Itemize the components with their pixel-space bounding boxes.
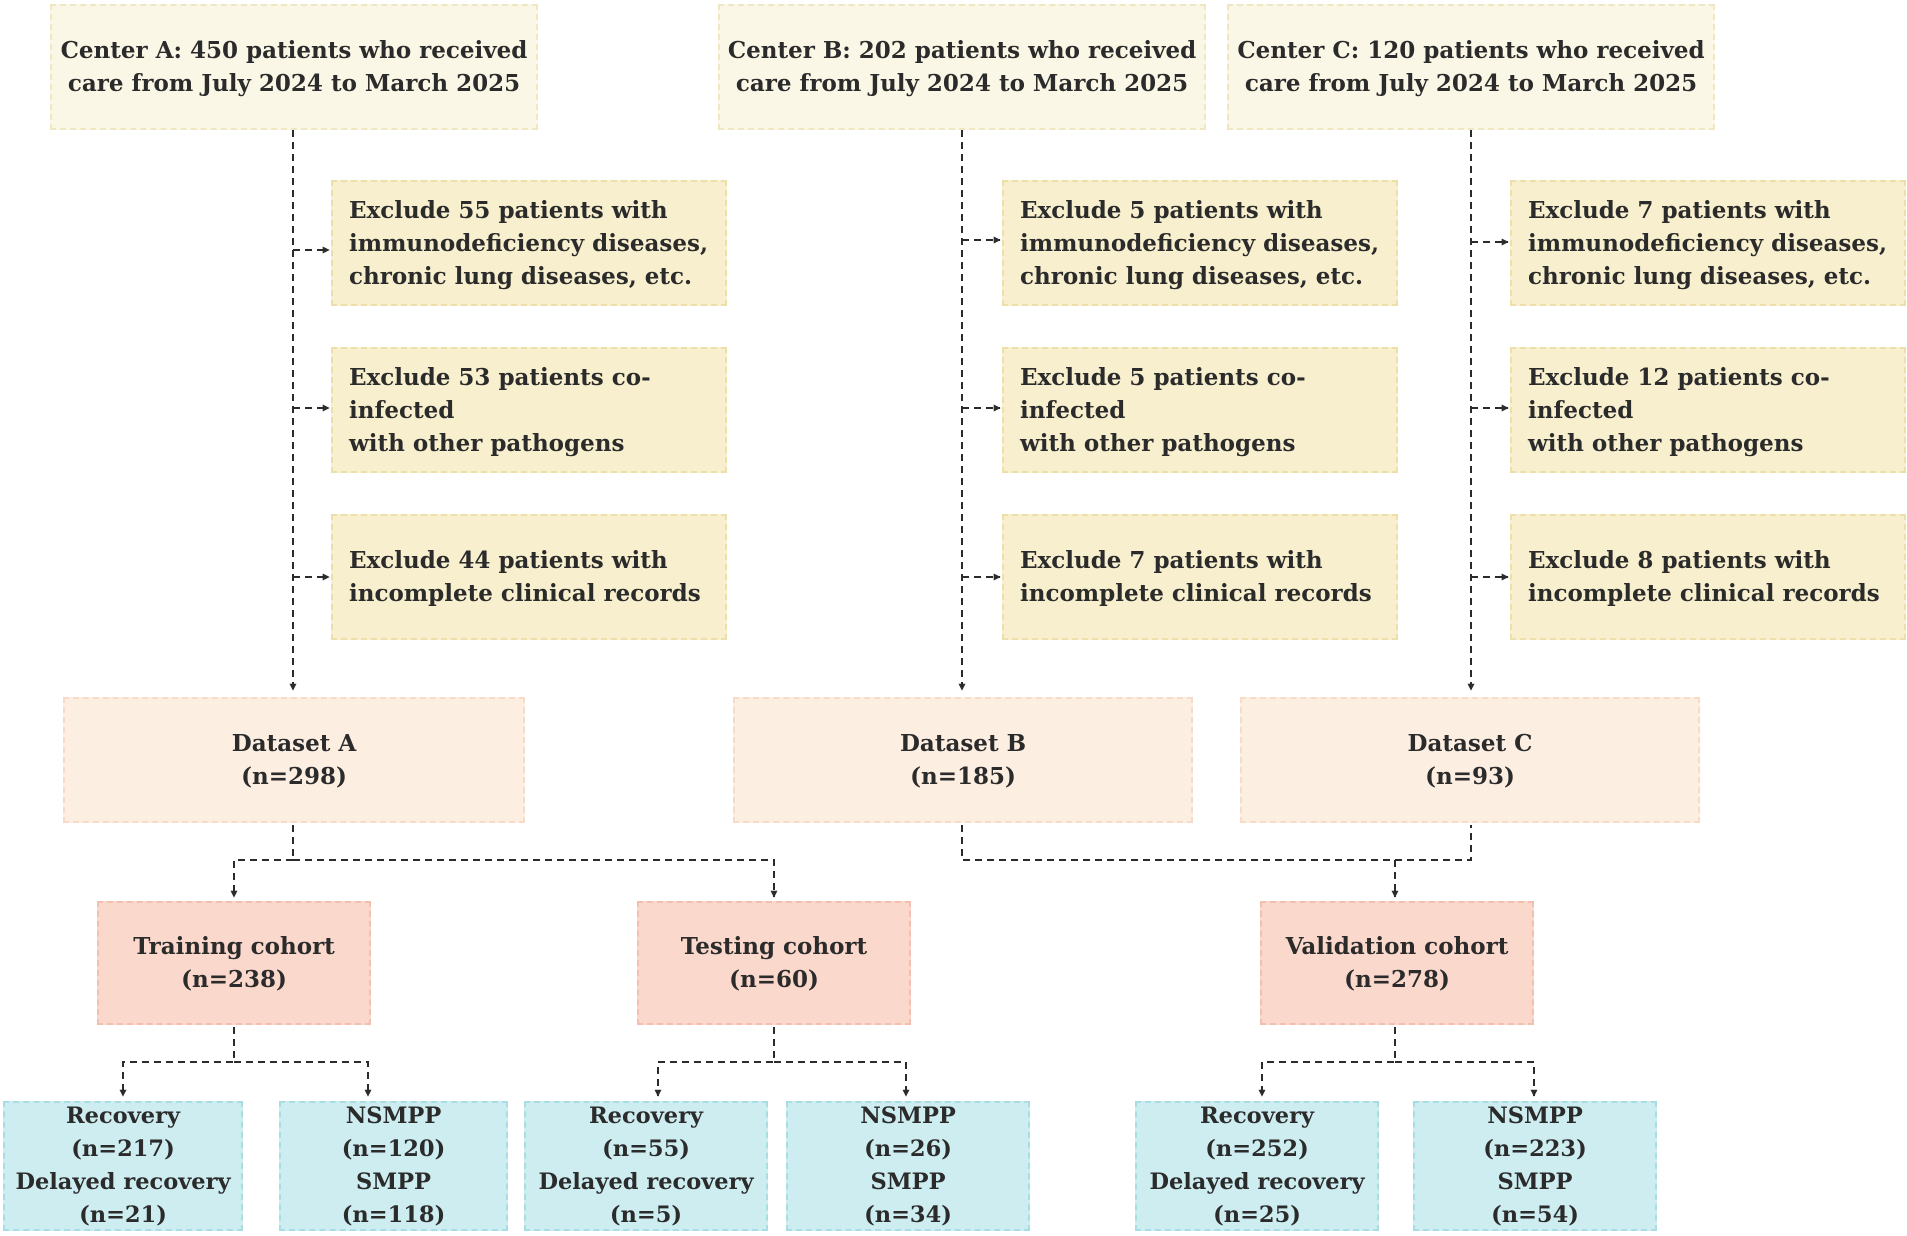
exclude-b-comorbidity-line-2: immunodeficiency diseases, xyxy=(1020,229,1379,257)
validation-smpp-count: (n=54) xyxy=(1491,1202,1579,1228)
exclude-a-comorbidity-line-1: Exclude 55 patients with xyxy=(349,196,668,224)
training-smpp-label: SMPP xyxy=(355,1169,431,1195)
connector-validation-split xyxy=(1258,1027,1396,1097)
validation-cohort-box: Validation cohort (n=278) xyxy=(1260,901,1534,1025)
testing-cohort-count: (n=60) xyxy=(729,966,819,993)
testing-smpp-count: (n=34) xyxy=(864,1202,952,1228)
exclude-b-coinfection-box: Exclude 5 patients co-infected with othe… xyxy=(1002,347,1398,473)
training-delayed-count: (n=21) xyxy=(79,1202,167,1228)
dataset-c-count: (n=93) xyxy=(1425,763,1515,790)
connector-to-training xyxy=(230,859,293,898)
testing-nsmpp-label: NSMPP xyxy=(860,1103,956,1129)
dataset-b-count: (n=185) xyxy=(910,763,1016,790)
validation-recovery-label: Recovery xyxy=(1199,1103,1315,1129)
center-c-line-2: care from July 2024 to March 2025 xyxy=(1244,70,1698,97)
testing-recovery-label: Recovery xyxy=(588,1103,704,1129)
exclude-b-comorbidity-line-3: chronic lung diseases, etc. xyxy=(1020,262,1364,290)
exclude-b-records-box: Exclude 7 patients with incomplete clini… xyxy=(1002,514,1398,640)
training-nsmpp-box: NSMPP (n=120) SMPP (n=118) xyxy=(279,1101,508,1231)
validation-delayed-label: Delayed recovery xyxy=(1149,1169,1365,1195)
validation-cohort-name: Validation cohort xyxy=(1285,933,1509,960)
connector-testing-split-right xyxy=(774,1061,910,1097)
training-delayed-label: Delayed recovery xyxy=(15,1169,231,1195)
dataset-a-box: Dataset A (n=298) xyxy=(63,697,525,823)
training-recovery-box: Recovery (n=217) Delayed recovery (n=21) xyxy=(3,1101,243,1231)
validation-recovery-box: Recovery (n=252) Delayed recovery (n=25) xyxy=(1135,1101,1379,1231)
training-recovery-label: Recovery xyxy=(65,1103,181,1129)
exclude-b-coinfection-line-2: with other pathogens xyxy=(1020,429,1296,457)
training-cohort-name: Training cohort xyxy=(133,933,335,960)
exclude-a-comorbidity-line-2: immunodeficiency diseases, xyxy=(349,229,708,257)
exclude-a-coinfection-line-1: Exclude 53 patients co-infected xyxy=(349,363,651,424)
center-c-line-1: Center C: 120 patients who received xyxy=(1237,37,1705,64)
center-b-box: Center B: 202 patients who received care… xyxy=(718,4,1206,130)
validation-nsmpp-label: NSMPP xyxy=(1487,1103,1583,1129)
exclude-c-coinfection-box: Exclude 12 patients co-infected with oth… xyxy=(1510,347,1906,473)
testing-delayed-label: Delayed recovery xyxy=(538,1169,754,1195)
validation-nsmpp-count: (n=223) xyxy=(1483,1136,1587,1162)
exclude-c-coinfection-line-2: with other pathogens xyxy=(1528,429,1804,457)
validation-nsmpp-box: NSMPP (n=223) SMPP (n=54) xyxy=(1413,1101,1657,1231)
center-b-line-1: Center B: 202 patients who received xyxy=(727,37,1197,64)
dataset-a-count: (n=298) xyxy=(241,763,347,790)
center-a-box: Center A: 450 patients who received care… xyxy=(50,4,538,130)
training-nsmpp-count: (n=120) xyxy=(341,1136,446,1162)
validation-cohort-count: (n=278) xyxy=(1344,966,1450,993)
training-smpp-count: (n=118) xyxy=(341,1202,446,1228)
exclude-b-comorbidity-line-1: Exclude 5 patients with xyxy=(1020,196,1323,224)
exclude-c-records-line-2: incomplete clinical records xyxy=(1528,580,1880,607)
exclude-b-comorbidity-box: Exclude 5 patients with immunodeficiency… xyxy=(1002,180,1398,306)
connector-training-split xyxy=(119,1027,235,1097)
exclude-b-records-line-2: incomplete clinical records xyxy=(1020,580,1372,607)
validation-recovery-count: (n=252) xyxy=(1205,1136,1309,1162)
center-c-box: Center C: 120 patients who received care… xyxy=(1227,4,1715,130)
testing-cohort-box: Testing cohort (n=60) xyxy=(637,901,911,1025)
center-b-line-2: care from July 2024 to March 2025 xyxy=(735,70,1189,97)
testing-nsmpp-count: (n=26) xyxy=(864,1136,952,1162)
dataset-b-box: Dataset B (n=185) xyxy=(733,697,1193,823)
exclude-a-records-line-1: Exclude 44 patients with xyxy=(349,547,668,574)
exclude-c-coinfection-line-1: Exclude 12 patients co-infected xyxy=(1528,363,1830,424)
testing-nsmpp-box: NSMPP (n=26) SMPP (n=34) xyxy=(786,1101,1030,1231)
exclude-a-coinfection-line-2: with other pathogens xyxy=(349,429,625,457)
center-a-line-2: care from July 2024 to March 2025 xyxy=(67,70,521,97)
training-cohort-box: Training cohort (n=238) xyxy=(97,901,371,1025)
testing-recovery-box: Recovery (n=55) Delayed recovery (n=5) xyxy=(524,1101,768,1231)
dataset-b-name: Dataset B xyxy=(899,730,1027,757)
exclude-c-records-box: Exclude 8 patients with incomplete clini… xyxy=(1510,514,1906,640)
exclude-c-comorbidity-line-2: immunodeficiency diseases, xyxy=(1528,229,1887,257)
exclude-c-records-line-1: Exclude 8 patients with xyxy=(1528,547,1831,574)
exclude-a-records-line-2: incomplete clinical records xyxy=(349,580,701,607)
training-cohort-count: (n=238) xyxy=(181,966,287,993)
testing-smpp-label: SMPP xyxy=(870,1169,946,1195)
exclude-a-records-box: Exclude 44 patients with incomplete clin… xyxy=(331,514,727,640)
validation-delayed-count: (n=25) xyxy=(1213,1202,1301,1228)
connector-training-split-right xyxy=(234,1061,372,1097)
connector-b-c-merge xyxy=(961,825,1472,861)
dataset-c-name: Dataset C xyxy=(1407,730,1533,757)
dataset-a-name: Dataset A xyxy=(231,730,357,757)
dataset-c-box: Dataset C (n=93) xyxy=(1240,697,1700,823)
training-nsmpp-label: NSMPP xyxy=(345,1103,442,1129)
testing-delayed-count: (n=5) xyxy=(609,1202,683,1228)
training-recovery-count: (n=217) xyxy=(71,1136,175,1162)
exclude-c-comorbidity-line-3: chronic lung diseases, etc. xyxy=(1528,262,1872,290)
exclude-b-records-line-1: Exclude 7 patients with xyxy=(1020,547,1323,574)
center-a-line-1: Center A: 450 patients who received xyxy=(60,37,528,64)
exclude-a-comorbidity-line-3: chronic lung diseases, etc. xyxy=(349,262,693,290)
exclude-c-comorbidity-box: Exclude 7 patients with immunodeficiency… xyxy=(1510,180,1906,306)
connector-testing-split xyxy=(654,1027,775,1097)
validation-smpp-label: SMPP xyxy=(1497,1169,1573,1195)
exclude-c-comorbidity-line-1: Exclude 7 patients with xyxy=(1528,196,1831,224)
testing-cohort-name: Testing cohort xyxy=(680,933,868,960)
testing-recovery-count: (n=55) xyxy=(602,1136,690,1162)
connector-to-testing xyxy=(293,859,778,898)
exclude-b-coinfection-line-1: Exclude 5 patients co-infected xyxy=(1020,363,1306,424)
exclude-a-comorbidity-box: Exclude 55 patients with immunodeficienc… xyxy=(331,180,727,306)
exclude-a-coinfection-box: Exclude 53 patients co-infected with oth… xyxy=(331,347,727,473)
connector-validation-split-right xyxy=(1395,1061,1538,1097)
